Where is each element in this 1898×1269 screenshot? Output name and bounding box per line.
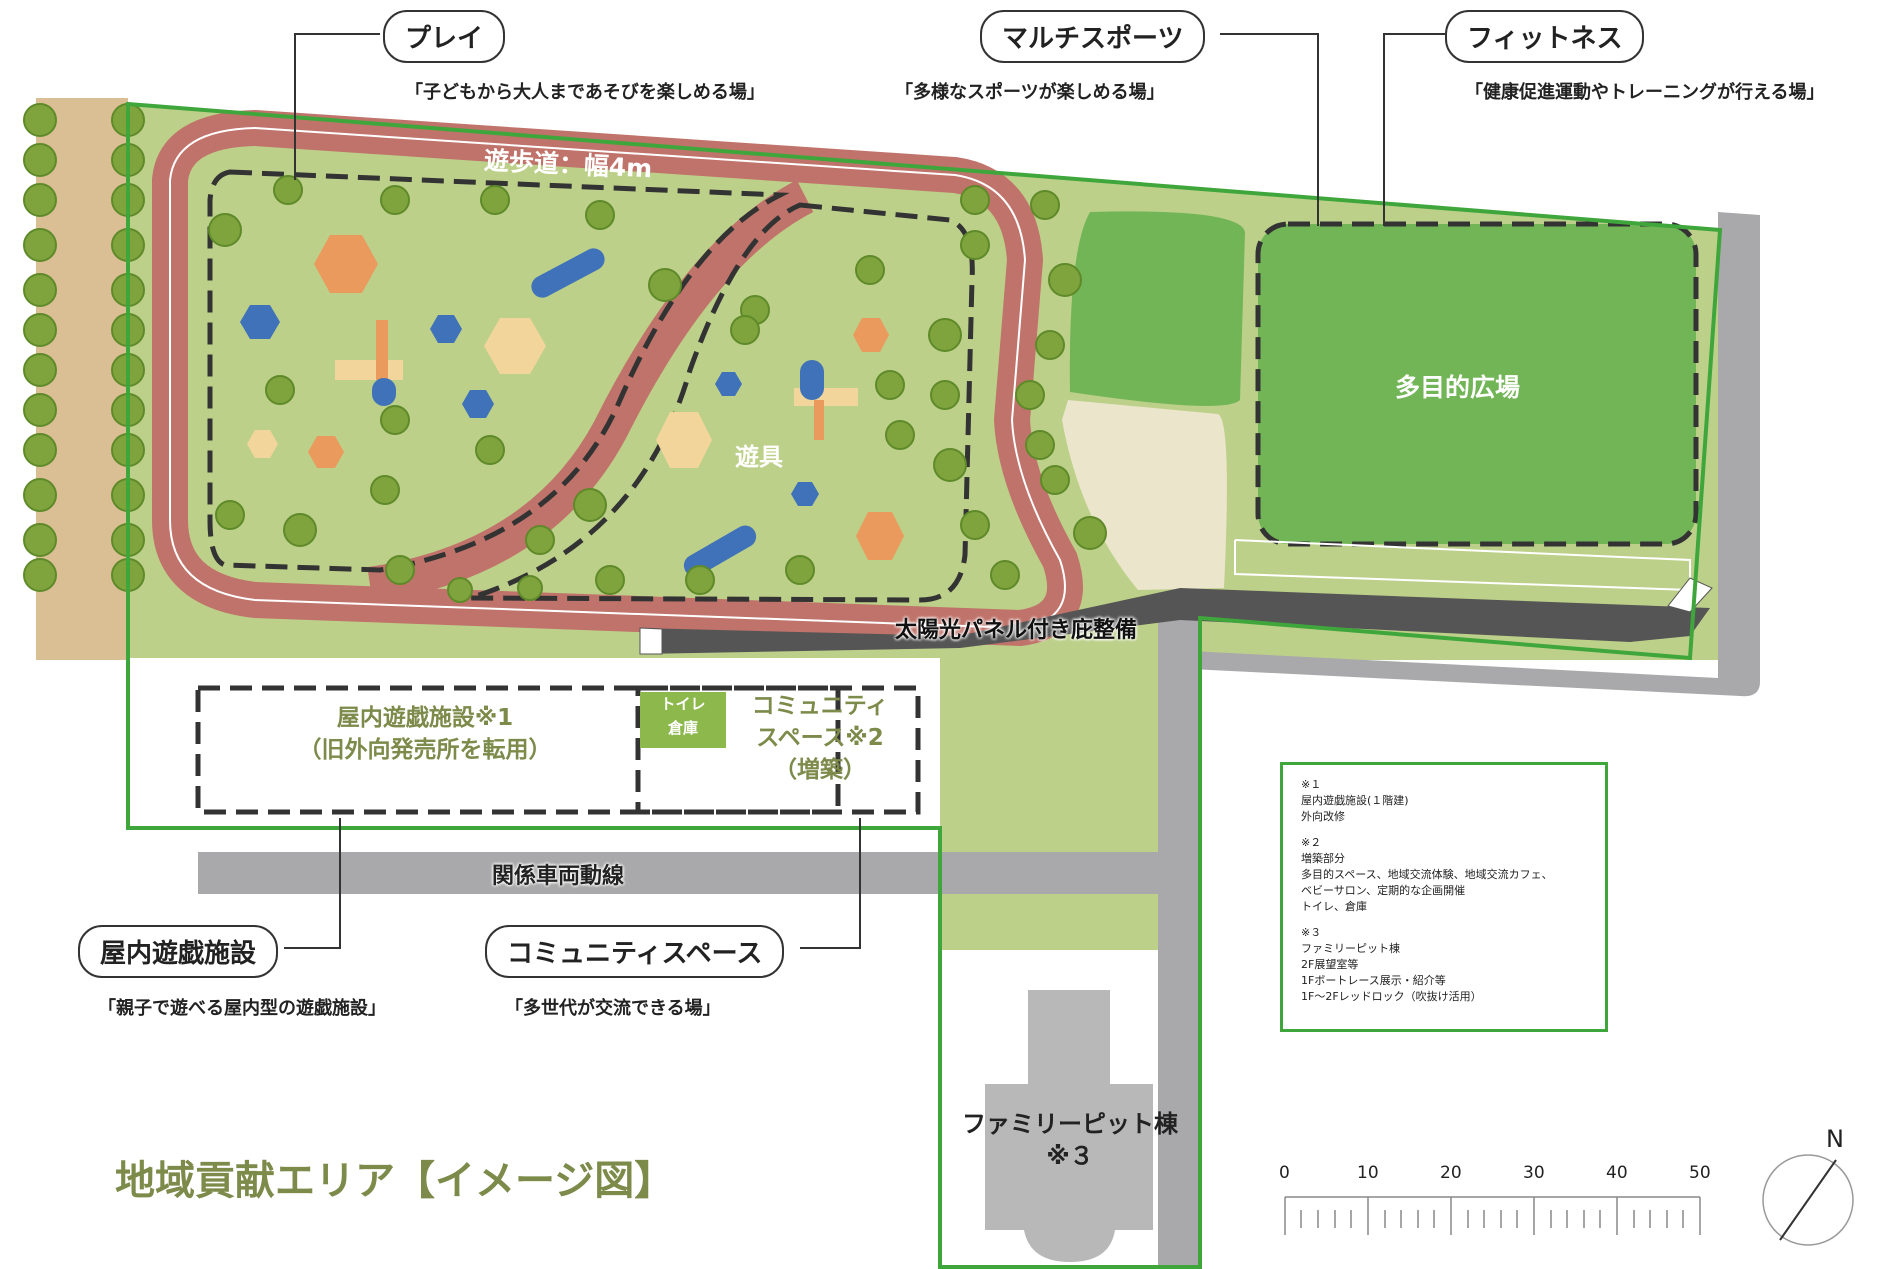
callout-multisports: マルチスポーツ (980, 10, 1206, 63)
multisports-court (1069, 211, 1245, 406)
playground-label: 遊具 (735, 443, 783, 471)
community-line2: スペース※2 (756, 725, 884, 751)
notes-box: ※１ 屋内遊戯施設(１階建) 外向改修 ※２ 増築部分 多目的スペース、地域交流… (1280, 762, 1608, 1032)
solar-panels (639, 577, 1713, 655)
community-line1: コミュニティ (751, 693, 889, 719)
north-arrow-icon (1762, 1154, 1854, 1246)
scale-tick-0: 0 (1279, 1163, 1290, 1183)
sand-court (1062, 400, 1227, 590)
plaza-label: 多目的広場 (1395, 373, 1521, 402)
callout-indoor-play: 屋内遊戯施設 (78, 925, 279, 978)
scale-tick-40: 40 (1606, 1163, 1628, 1183)
note-1: ※１ 屋内遊戯施設(１階建) 外向改修 (1301, 778, 1409, 823)
callout-multisports-desc: 「多様なスポーツが楽しめる場」 (895, 82, 1165, 103)
vehicle-road (198, 852, 1200, 894)
family-pit-building (985, 990, 1153, 1262)
toilet-line2: 倉庫 (667, 719, 698, 737)
solar-label: 太陽光パネル付き庇整備 (895, 618, 1138, 643)
lawn-south (940, 640, 1160, 950)
scale-tick-20: 20 (1440, 1163, 1462, 1183)
plaza-field (1255, 221, 1699, 547)
note-3: ※３ ファミリーピット棟 2F展望室等 1Fボートレース展示・紹介等 1F～2F… (1301, 926, 1482, 1003)
toilet-line1: トイレ (660, 695, 706, 713)
scale-tick-50: 50 (1689, 1163, 1711, 1183)
callout-community: コミュニティスペース (485, 925, 785, 978)
road-south-vertical (1158, 612, 1200, 1267)
indoor-facility-label: 屋内遊戯施設※1 （旧外向発売所を転用） (215, 702, 635, 766)
scale-tick-10: 10 (1357, 1163, 1379, 1183)
community-line3: （増築） (774, 757, 866, 783)
note-2: ※２ 増築部分 多目的スペース、地域交流体験、地域交流カフェ、 ベビーサロン、定… (1301, 836, 1553, 913)
family-pit-line2: ※３ (1046, 1142, 1094, 1170)
indoor-facility-line2: （旧外向発売所を転用） (298, 737, 552, 763)
toilet-label: トイレ 倉庫 (640, 692, 726, 740)
toilet-box (640, 692, 726, 748)
callout-fitness: フィットネス (1445, 10, 1645, 63)
scale-bar (1284, 1196, 1701, 1235)
callout-play: プレイ (383, 10, 506, 63)
play-hexagons (240, 235, 904, 577)
family-pit-label: ファミリーピット棟 ※３ (940, 1108, 1200, 1172)
callout-play-desc: 「子どもから大人まであそびを楽しめる場」 (405, 82, 765, 103)
community-outline (635, 685, 921, 815)
callout-leaders (284, 33, 1452, 949)
sand-strip (36, 98, 128, 660)
page-title: 地域貢献エリア【イメージ図】 (115, 1158, 675, 1204)
callout-community-desc: 「多世代が交流できる場」 (505, 998, 721, 1019)
family-pit-line1: ファミリーピット棟 (962, 1110, 1178, 1138)
vehicle-route-label: 関係車両動線 (492, 864, 625, 889)
indoor-facility-outline (195, 685, 841, 815)
callout-fitness-desc: 「健康促進運動やトレーニングが行える場」 (1465, 82, 1825, 103)
north-label: N (1826, 1125, 1844, 1153)
callout-indoor-play-desc: 「親子で遊べる屋内型の遊戯施設」 (98, 998, 386, 1019)
site-boundary (126, 101, 1723, 1269)
indoor-facility-line1: 屋内遊戯施設※1 (336, 705, 514, 731)
community-label: コミュニティ スペース※2 （増築） (725, 690, 915, 786)
playground-area (207, 169, 790, 573)
scale-tick-30: 30 (1523, 1163, 1545, 1183)
